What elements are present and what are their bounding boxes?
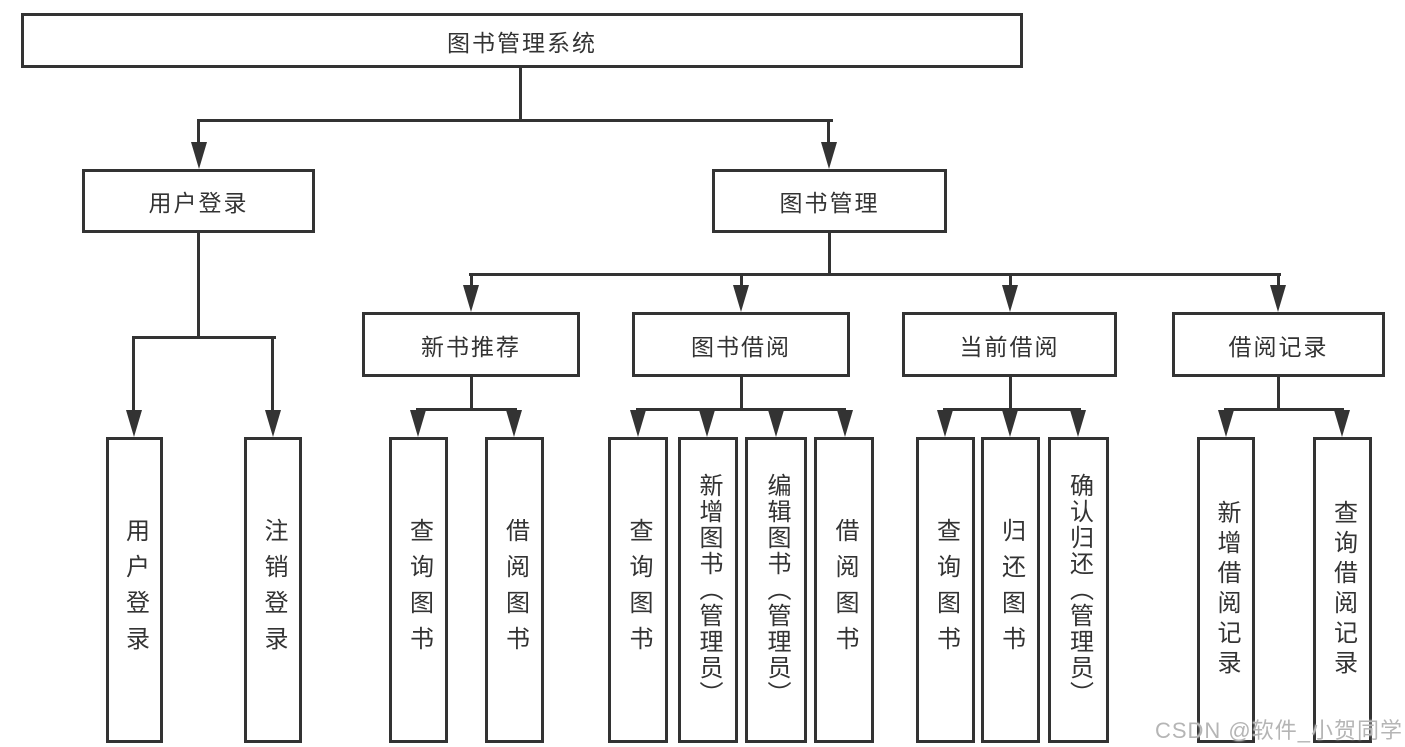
- leaf-user-login-label: 用户登录: [121, 518, 149, 662]
- connector-group-drop: [1277, 273, 1280, 287]
- leaf-bb-add-books-admin-label: 新增图书（管理员）: [695, 473, 722, 707]
- connector-g1-branch: [416, 408, 517, 411]
- connector-group-drop: [470, 273, 473, 287]
- leaf-br-query-borrow-record: 查询借阅记录: [1313, 437, 1372, 743]
- node-borrow-records-label: 借阅记录: [1228, 333, 1329, 360]
- connector-group-drop: [1009, 273, 1012, 287]
- leaf-cb-query-books-label: 查询图书: [932, 518, 960, 662]
- arrow-down-icon: [821, 142, 837, 169]
- connector-user-leaf-drop: [132, 336, 135, 412]
- leaf-cb-confirm-return-admin: 确认归还（管理员）: [1048, 437, 1109, 743]
- arrow-down-icon: [1002, 410, 1018, 437]
- connector-g2-branch: [636, 408, 846, 411]
- connector-root-branch: [197, 119, 833, 122]
- node-current-borrowing: 当前借阅: [902, 312, 1117, 377]
- connector-user-login-drop: [197, 119, 200, 145]
- leaf-nb-borrow-books-label: 借阅图书: [501, 518, 529, 662]
- node-book-borrowing: 图书借阅: [632, 312, 850, 377]
- arrow-down-icon: [937, 410, 953, 437]
- connector-g2-stem: [740, 377, 743, 408]
- node-system-root: 图书管理系统: [21, 13, 1023, 68]
- connector-g4-branch: [1224, 408, 1344, 411]
- leaf-cb-return-books-label: 归还图书: [997, 518, 1025, 662]
- arrow-down-icon: [410, 410, 426, 437]
- leaf-nb-query-books-label: 查询图书: [405, 518, 433, 662]
- arrow-down-icon: [463, 285, 479, 312]
- node-new-book-recommendation-label: 新书推荐: [421, 333, 521, 360]
- leaf-nb-query-books: 查询图书: [389, 437, 448, 743]
- leaf-br-query-borrow-record-label: 查询借阅记录: [1329, 500, 1357, 680]
- arrow-down-icon: [265, 410, 281, 437]
- connector-g4-stem: [1277, 377, 1280, 408]
- leaf-bb-edit-books-admin: 编辑图书（管理员）: [745, 437, 807, 743]
- node-book-management: 图书管理: [712, 169, 947, 233]
- arrow-down-icon: [191, 142, 207, 169]
- leaf-bb-edit-books-admin-label: 编辑图书（管理员）: [763, 473, 790, 707]
- connector-book-mgmt-drop: [827, 119, 830, 145]
- node-system-root-label: 图书管理系统: [447, 29, 597, 56]
- connector-g1-stem: [470, 377, 473, 408]
- leaf-bb-add-books-admin: 新增图书（管理员）: [678, 437, 738, 743]
- leaf-br-add-borrow-record-label: 新增借阅记录: [1213, 500, 1240, 680]
- node-current-borrowing-label: 当前借阅: [959, 333, 1060, 360]
- leaf-br-add-borrow-record: 新增借阅记录: [1197, 437, 1255, 743]
- leaf-user-login: 用户登录: [106, 437, 163, 743]
- leaf-bb-query-books-label: 查询图书: [625, 518, 652, 662]
- arrow-down-icon: [699, 410, 715, 437]
- node-user-login-label: 用户登录: [148, 190, 249, 216]
- arrow-down-icon: [126, 410, 142, 437]
- arrow-down-icon: [733, 285, 749, 312]
- leaf-bb-borrow-books-label: 借阅图书: [831, 518, 858, 662]
- leaf-user-logout-label: 注销登录: [260, 518, 287, 662]
- node-new-book-recommendation: 新书推荐: [362, 312, 580, 377]
- connector-book-stem: [828, 233, 831, 273]
- arrow-down-icon: [506, 410, 522, 437]
- leaf-cb-return-books: 归还图书: [981, 437, 1040, 743]
- connector-book-branch: [469, 273, 1281, 276]
- connector-user-branch: [132, 336, 276, 339]
- leaf-nb-borrow-books: 借阅图书: [485, 437, 544, 743]
- leaf-bb-borrow-books: 借阅图书: [814, 437, 874, 743]
- connector-group-drop: [740, 273, 743, 287]
- arrow-down-icon: [1270, 285, 1286, 312]
- arrow-down-icon: [1002, 285, 1018, 312]
- arrow-down-icon: [837, 410, 853, 437]
- node-book-borrowing-label: 图书借阅: [691, 333, 791, 360]
- leaf-cb-confirm-return-admin-label: 确认归还（管理员）: [1065, 473, 1093, 707]
- arrow-down-icon: [630, 410, 646, 437]
- watermark: CSDN @软件_小贺同学: [1154, 718, 1403, 743]
- connector-user-stem: [197, 233, 200, 336]
- arrow-down-icon: [1334, 410, 1350, 437]
- arrow-down-icon: [768, 410, 784, 437]
- node-user-login: 用户登录: [82, 169, 315, 233]
- leaf-user-logout: 注销登录: [244, 437, 302, 743]
- leaf-bb-query-books: 查询图书: [608, 437, 668, 743]
- arrow-down-icon: [1218, 410, 1234, 437]
- arrow-down-icon: [1070, 410, 1086, 437]
- connector-g3-stem: [1009, 377, 1012, 408]
- connector-user-leaf-drop: [271, 336, 274, 412]
- leaf-cb-query-books: 查询图书: [916, 437, 975, 743]
- connector-root-stem: [519, 68, 522, 119]
- node-borrow-records: 借阅记录: [1172, 312, 1385, 377]
- connector-g3-branch: [943, 408, 1081, 411]
- node-book-management-label: 图书管理: [779, 190, 880, 216]
